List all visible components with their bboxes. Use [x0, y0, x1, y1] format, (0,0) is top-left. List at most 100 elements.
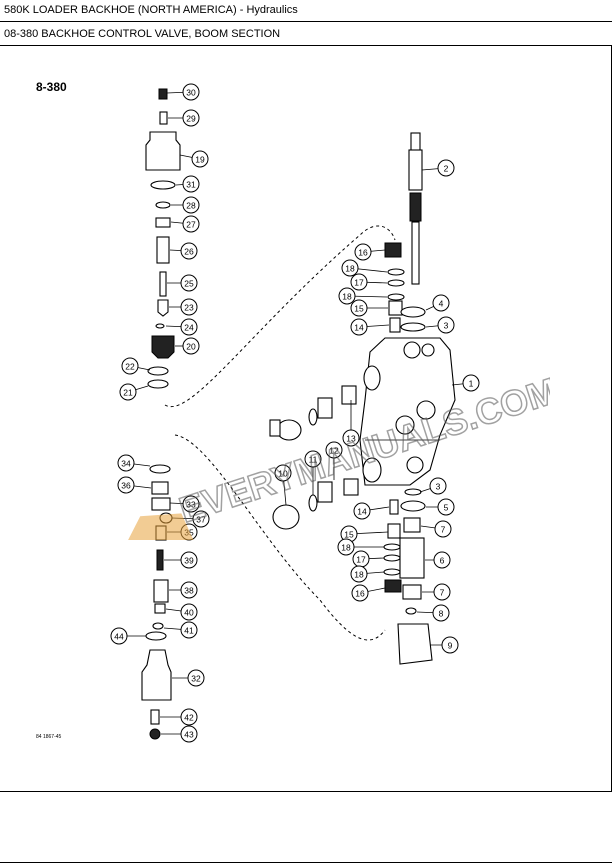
callout-circle [187, 669, 205, 687]
callout-circle [433, 551, 451, 569]
callout-number: 7 [441, 525, 446, 535]
callout-circle [182, 337, 200, 355]
callout-circle [441, 636, 459, 654]
callout-circle [433, 583, 451, 601]
dashed-guide-lower [174, 434, 386, 641]
callout-number: 30 [186, 88, 196, 98]
callout-number: 20 [186, 342, 196, 352]
callout-circle [350, 565, 368, 583]
callout-number: 41 [184, 626, 194, 636]
callout-number: 40 [184, 608, 194, 618]
callout-number: 6 [440, 556, 445, 566]
callout-circle [342, 429, 360, 447]
callout-circle [191, 150, 209, 168]
callout-number: 12 [329, 446, 339, 456]
figure-number: 84 1867-45 [36, 734, 62, 740]
callout-circle [337, 538, 355, 556]
valve-body [359, 337, 456, 486]
callout-number: 21 [123, 388, 133, 398]
callout-number: 15 [344, 530, 354, 540]
callout-circle [110, 627, 128, 645]
left-lower-parts [141, 464, 173, 740]
callout-number: 34 [121, 459, 131, 469]
callout-circle [182, 495, 200, 513]
callout-circle [434, 520, 452, 538]
callout-number: 4 [439, 299, 444, 309]
callout-number: 15 [354, 304, 364, 314]
callout-number: 18 [342, 292, 352, 302]
callout-circle [182, 196, 200, 214]
callout-circle [180, 318, 198, 336]
callout-number: 11 [309, 455, 318, 465]
callout-circle [180, 603, 198, 621]
callout-circle [182, 175, 200, 193]
callout-circle [325, 441, 343, 459]
middle-parts [269, 385, 359, 530]
callout-circle [180, 274, 198, 292]
callout-number: 44 [114, 632, 124, 642]
callout-circle [341, 259, 359, 277]
callout-number: 29 [186, 114, 196, 124]
callout-number: 23 [184, 303, 194, 313]
footer-area [0, 792, 612, 863]
callout-circle [180, 725, 198, 743]
callout-number: 3 [436, 482, 441, 492]
callout-number: 5 [444, 503, 449, 513]
callout-circle [180, 708, 198, 726]
right-lower-parts [383, 488, 433, 665]
callout-number: 16 [358, 248, 368, 258]
callout-circle [182, 215, 200, 233]
callout-number: 42 [184, 713, 194, 723]
callout-circle [338, 287, 356, 305]
callout-number: 17 [356, 555, 366, 565]
callout-number: 43 [184, 730, 194, 740]
callout-circle [180, 242, 198, 260]
callout-number: 19 [195, 155, 205, 165]
header-subtitle-bar: 08-380 BACKHOE CONTROL VALVE, BOOM SECTI… [0, 22, 612, 46]
callout-number: 33 [186, 500, 196, 510]
callout-number: 31 [186, 180, 196, 190]
callout-number: 10 [278, 469, 288, 479]
callout-number: 24 [184, 323, 194, 333]
page-subtitle: 08-380 BACKHOE CONTROL VALVE, BOOM SECTI… [4, 28, 281, 40]
section-label: 8-380 [36, 80, 67, 94]
callout-circle [353, 502, 371, 520]
callout-number: 35 [184, 528, 194, 538]
callout-number: 3 [444, 321, 449, 331]
callout-number: 38 [184, 586, 194, 596]
callout-number: 36 [121, 481, 131, 491]
callout-number: 16 [355, 589, 365, 599]
callout-circle [119, 383, 137, 401]
callout-number: 32 [191, 674, 201, 684]
callout-number: 1 [469, 379, 474, 389]
callout-number: 17 [354, 278, 364, 288]
callout-number: 18 [354, 570, 364, 580]
callout-number: 25 [184, 279, 194, 289]
callout-circle [180, 551, 198, 569]
callout-circle [350, 299, 368, 317]
callout-number: 14 [357, 507, 367, 517]
callout-group: 3029193128272625232420222121618171815144… [110, 83, 480, 743]
callout-number: 13 [346, 434, 356, 444]
callout-circle [117, 476, 135, 494]
header-title-bar: 580K LOADER BACKHOE (NORTH AMERICA) - Hy… [0, 0, 612, 22]
callout-number: 26 [184, 247, 194, 257]
callout-circle [350, 273, 368, 291]
callout-number: 37 [196, 515, 206, 525]
callout-number: 2 [444, 164, 449, 174]
callout-circle [429, 477, 447, 495]
callout-circle [180, 621, 198, 639]
callout-number: 27 [186, 220, 196, 230]
callout-circle [182, 83, 200, 101]
callout-number: 18 [345, 264, 355, 274]
spool-assembly [384, 132, 426, 333]
left-upper-parts [145, 88, 181, 389]
callout-circle [117, 454, 135, 472]
callout-circle [351, 584, 369, 602]
callout-circle [437, 316, 455, 334]
callout-circle [350, 318, 368, 336]
callout-circle [437, 498, 455, 516]
callout-number: 18 [341, 543, 351, 553]
callout-number: 22 [125, 362, 135, 372]
